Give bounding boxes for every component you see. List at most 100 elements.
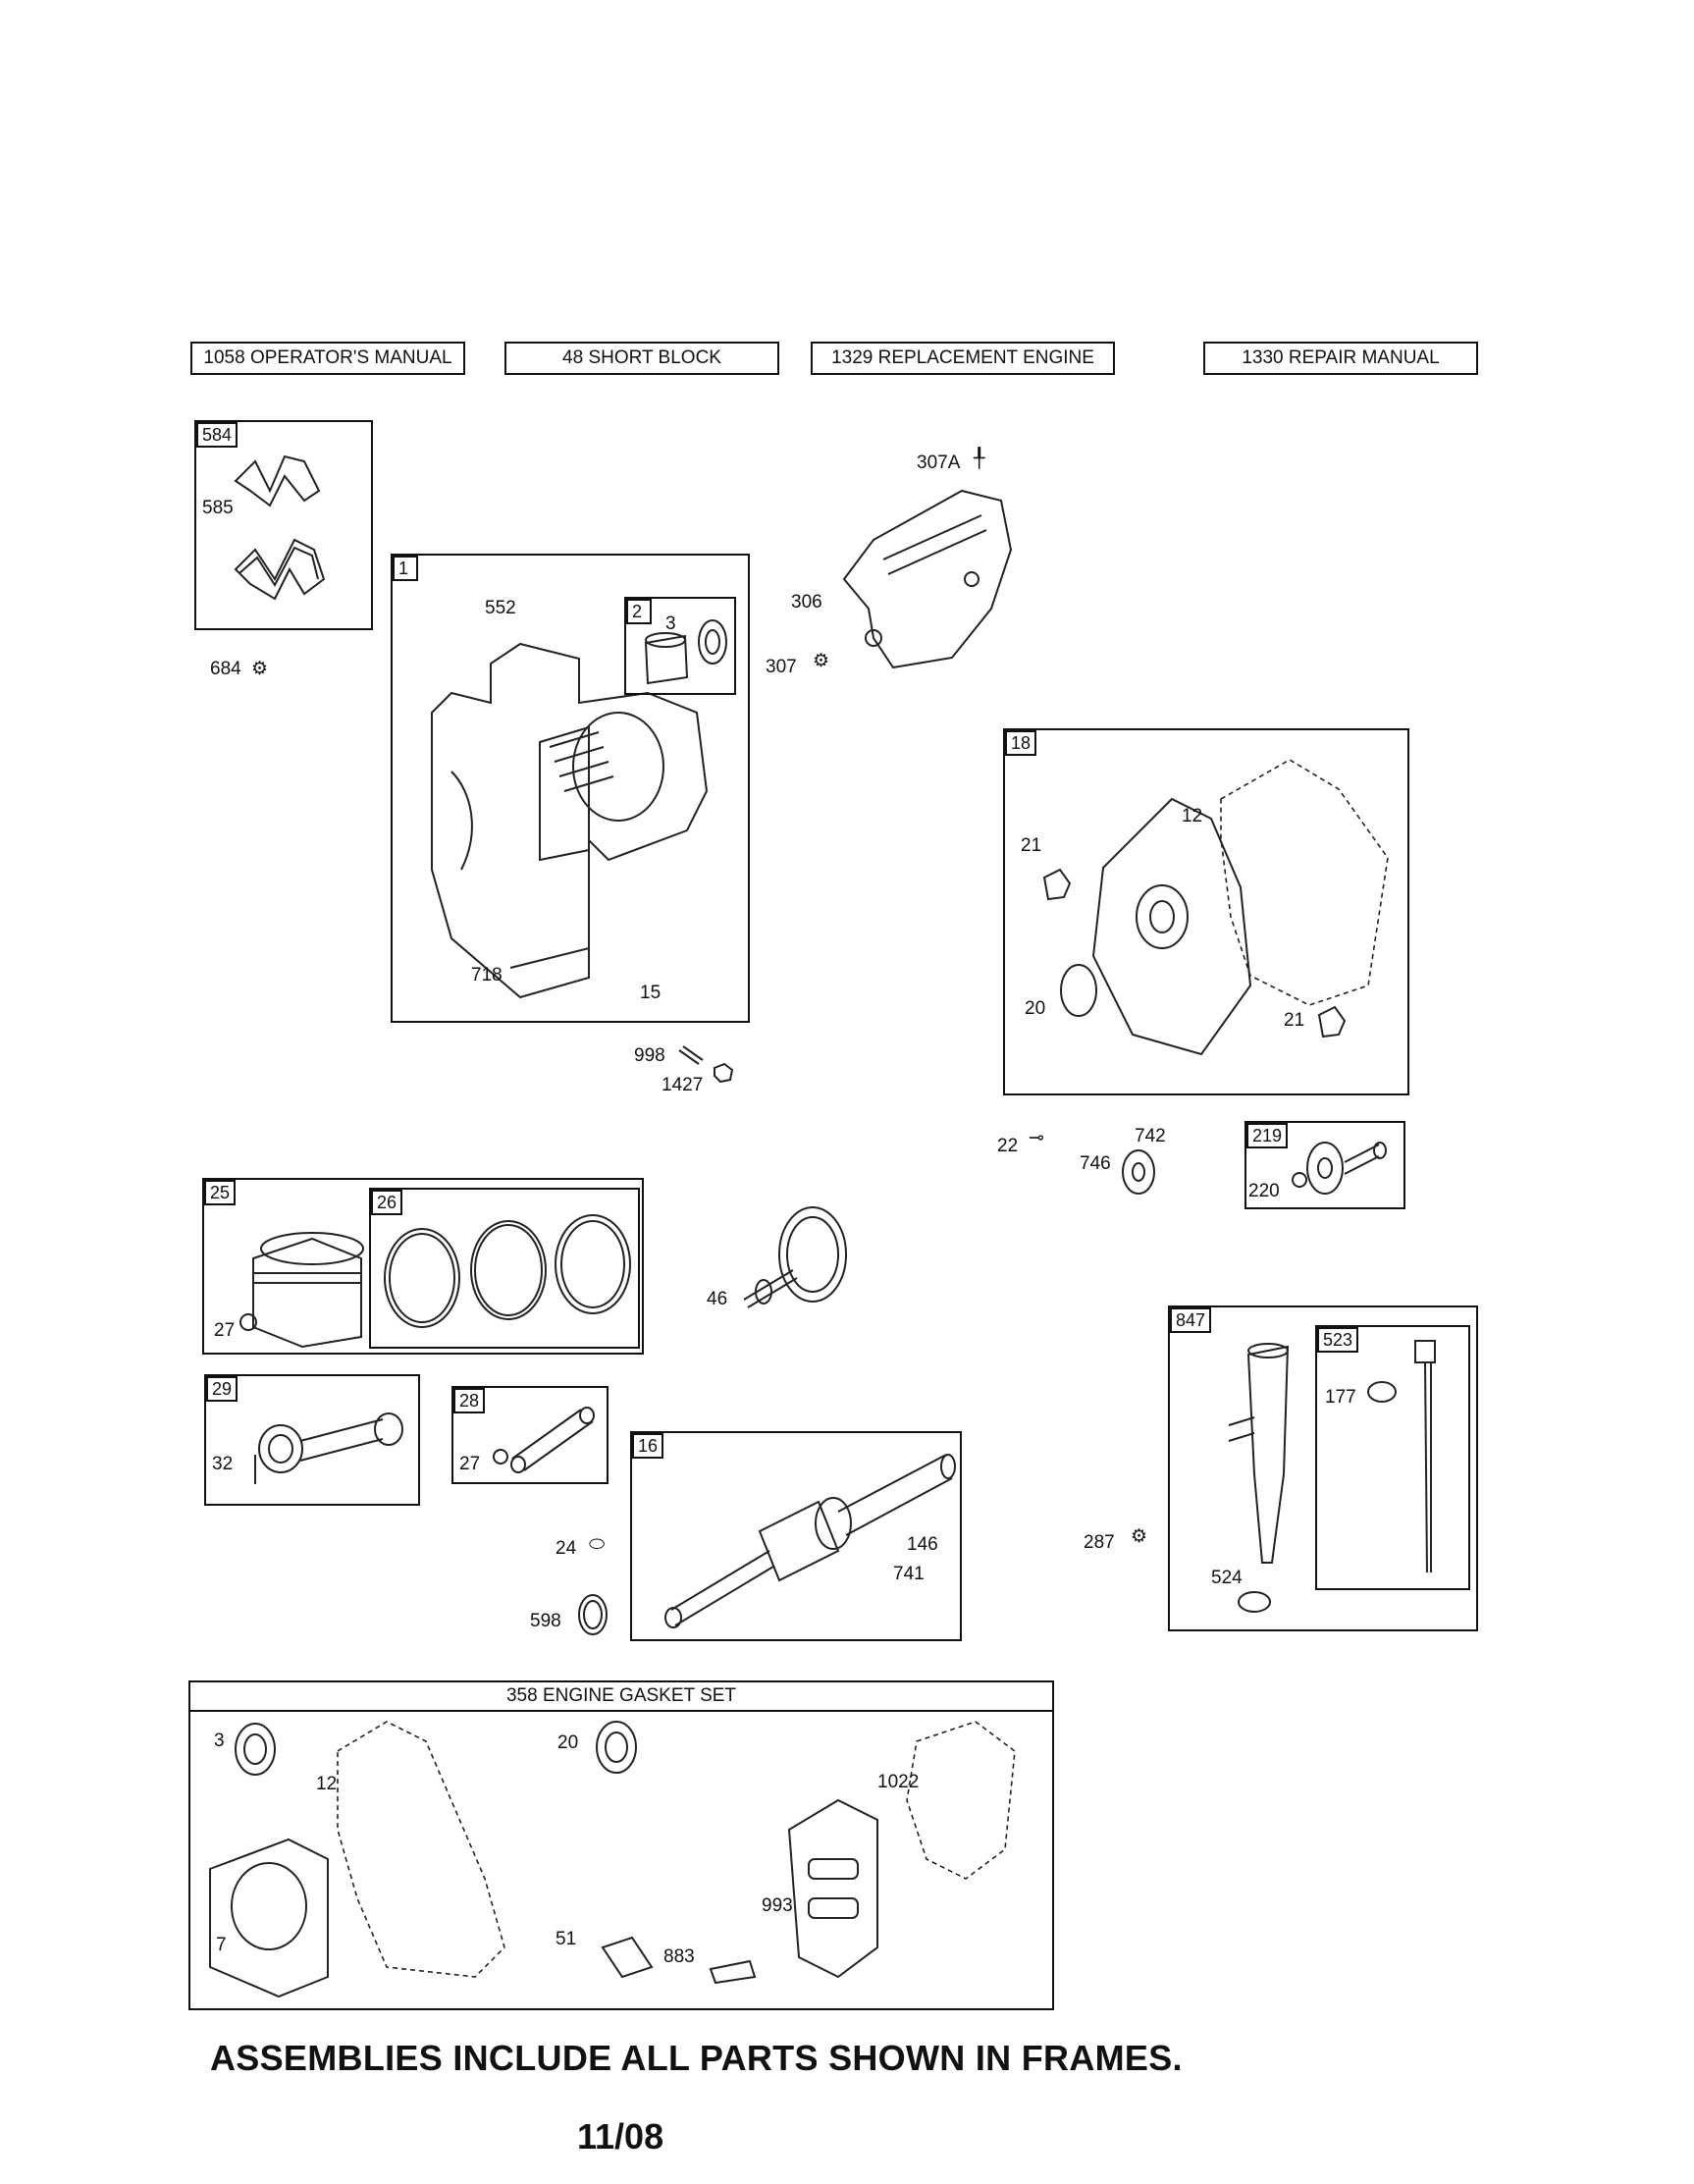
part-label-27: 27 [459,1454,481,1474]
frame-number: 2 [626,599,652,624]
frame-18: 18 [1003,728,1409,1095]
piston-rings-art [384,1214,631,1328]
frame-584: 584 [194,420,373,630]
part-label-684: 684 [210,659,241,679]
frame-1: 1 2 [391,554,750,1023]
header-number: 48 [562,347,584,368]
bolt-icon: ╀ [974,449,985,469]
gasket-part-label-883: 883 [663,1946,695,1967]
header-box-replacement-engine[interactable]: 1329 REPLACEMENT ENGINE [811,342,1115,375]
gasket-set-art [209,1721,1016,1998]
frame-847: 847 523 [1168,1305,1478,1631]
frame-number: 25 [204,1180,237,1205]
connecting-rod-art [254,1412,403,1484]
revision-date: 11/08 [577,2116,664,2157]
part-label-306: 306 [791,592,822,613]
part-label-742: 742 [1135,1126,1166,1146]
frame-number: 16 [632,1433,664,1459]
frame-number: 29 [206,1376,238,1402]
part-label-21: 21 [1284,1010,1305,1031]
part-label-524: 524 [1211,1568,1243,1588]
frame-number: 18 [1005,730,1037,756]
part-label-598: 598 [530,1611,561,1631]
part-label-741: 741 [893,1564,925,1584]
frame-29: 29 [204,1374,420,1506]
header-box-operators-manual[interactable]: 1058 OPERATOR'S MANUAL [190,342,465,375]
header-text: SHORT BLOCK [588,347,721,368]
dipstick-art [1367,1340,1436,1573]
plug-icon [678,1045,734,1084]
part-label-220: 220 [1248,1181,1280,1201]
part-label-46: 46 [707,1289,728,1309]
part-label-24: 24 [556,1538,577,1559]
breather-gasket-art [234,454,326,601]
frame-358-gasket-set: 358 ENGINE GASKET SET [188,1680,1054,2010]
part-label-22: 22 [997,1136,1019,1156]
sleeve-seal-art [644,619,727,685]
crankcase-cover-art [1042,759,1389,1056]
gasket-part-label-12: 12 [316,1774,338,1794]
part-label-998: 998 [634,1045,665,1066]
frame-number: 584 [196,422,238,448]
gasket-part-label-3: 3 [214,1731,225,1751]
gasket-part-label-20: 20 [557,1732,579,1753]
gasket-part-label-1022: 1022 [877,1772,920,1792]
frame-16: 16 [630,1431,962,1641]
gear-icon [1122,1149,1155,1195]
part-label-552: 552 [485,598,516,618]
seal-icon [578,1594,608,1635]
frame-number: 28 [453,1388,486,1413]
frame-25: 25 26 [202,1178,644,1355]
governor-gear-art [1292,1142,1387,1195]
part-label-585: 585 [202,498,234,518]
frame-number: 1 [393,556,418,581]
part-label-307A: 307A [917,453,961,473]
blower-housing-art [842,489,1013,669]
wrist-pin-art [493,1407,595,1473]
screw-icon: ⚙ [1131,1526,1148,1547]
frame-523: 523 [1315,1325,1470,1590]
frame-number: 847 [1170,1307,1212,1333]
gasket-part-label-993: 993 [762,1895,793,1916]
header-number: 1329 [831,347,873,368]
part-label-177: 177 [1325,1387,1356,1408]
frame-2: 2 [624,597,736,695]
gasket-set-title: 358 ENGINE GASKET SET [190,1682,1052,1712]
part-label-12: 12 [1182,806,1203,826]
part-label-20: 20 [1025,998,1046,1019]
gasket-part-label-7: 7 [216,1935,227,1955]
screw-icon: ⚙ [813,651,830,671]
part-label-287: 287 [1084,1532,1115,1553]
header-text: REPLACEMENT ENGINE [877,347,1094,368]
header-text: OPERATOR'S MANUAL [249,347,452,368]
camshaft-art [743,1206,847,1308]
frame-number: 219 [1246,1123,1289,1148]
key-icon: ⬭ [589,1534,606,1555]
part-label-718: 718 [471,965,503,985]
part-label-3: 3 [665,613,676,634]
part-label-21: 21 [1021,835,1042,856]
part-label-1427: 1427 [662,1075,704,1095]
gasket-part-label-51: 51 [556,1929,577,1949]
frame-26: 26 [369,1188,640,1349]
frame-number: 26 [371,1190,403,1215]
header-box-repair-manual[interactable]: 1330 REPAIR MANUAL [1203,342,1478,375]
frame-219: 219 [1244,1121,1405,1209]
oil-fill-tube-art [1228,1343,1290,1613]
part-label-307: 307 [766,657,797,677]
header-text: REPAIR MANUAL [1288,347,1440,368]
screw-icon: ⚙ [251,659,269,679]
screw-icon: ⊸ [1029,1128,1044,1148]
frame-number: 523 [1317,1327,1359,1353]
part-label-146: 146 [907,1534,938,1555]
header-box-short-block[interactable]: 48 SHORT BLOCK [504,342,779,375]
header-number: 1330 [1242,347,1284,368]
assemblies-note: ASSEMBLIES INCLUDE ALL PARTS SHOWN IN FR… [210,2038,1183,2078]
part-label-27: 27 [214,1320,236,1341]
frame-28: 28 [451,1386,609,1484]
header-number: 1058 [203,347,245,368]
part-label-746: 746 [1080,1153,1111,1174]
part-label-32: 32 [212,1454,234,1474]
crankshaft-art [664,1454,956,1628]
part-label-15: 15 [640,983,662,1003]
